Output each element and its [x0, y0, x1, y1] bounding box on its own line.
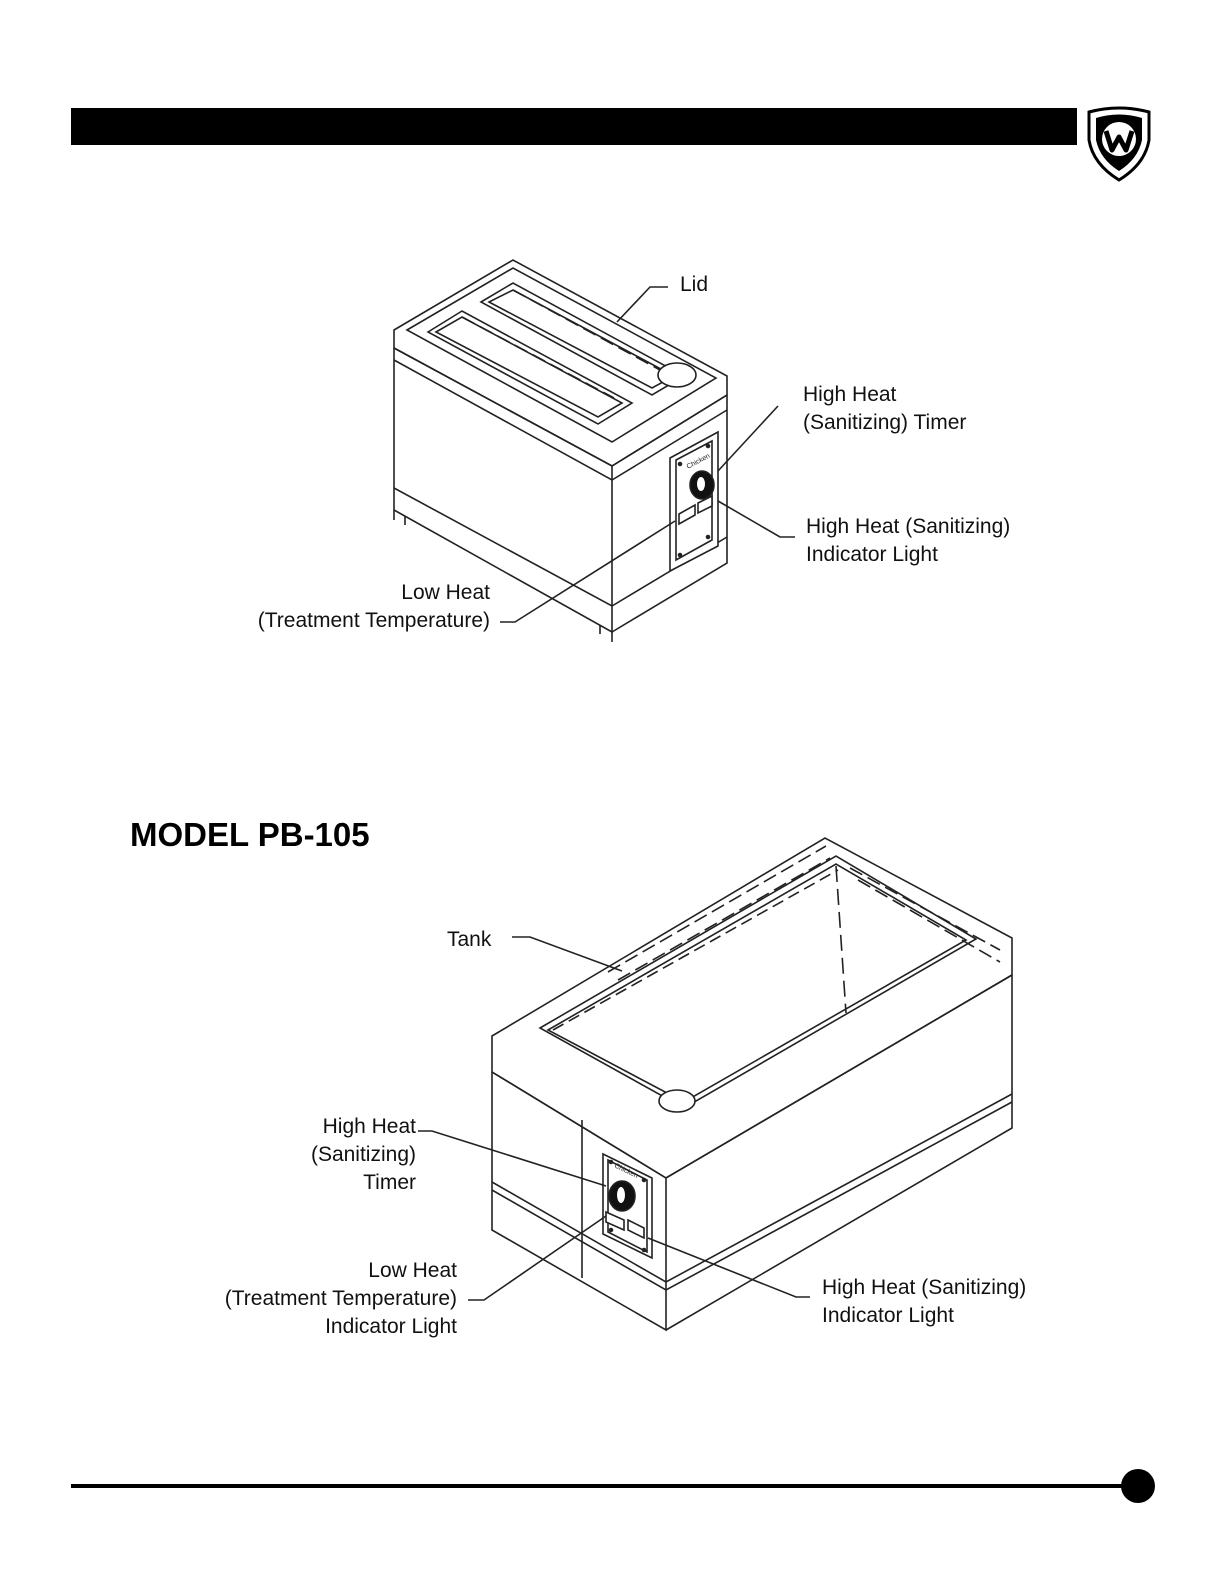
indicator-light-label-line-2: Indicator Light	[806, 540, 938, 569]
indicator-light-label-line-1: High Heat (Sanitizing)	[822, 1273, 1026, 1302]
low-heat-label-line-2: (Treatment Temperature)	[200, 606, 490, 635]
low-heat-label-line-3: Indicator Light	[180, 1312, 457, 1341]
timer-label-line-1: High Heat	[230, 1112, 416, 1141]
timer-label-line-2: (Sanitizing) Timer	[803, 408, 966, 437]
indicator-light-label-line-2: Indicator Light	[822, 1301, 954, 1330]
timer-label-line-3: Timer	[230, 1168, 416, 1197]
model-title: MODEL PB-105	[130, 815, 370, 855]
low-heat-label-line-2: (Treatment Temperature)	[180, 1284, 457, 1313]
tank-unit-drawing: Chicken	[418, 838, 1012, 1330]
lid-label: Lid	[680, 270, 708, 299]
footer-rule	[71, 1484, 1129, 1488]
indicator-light-label-line-1: High Heat (Sanitizing)	[806, 512, 1010, 541]
timer-label-line-1: High Heat	[803, 380, 896, 409]
low-heat-label-line-1: Low Heat	[230, 578, 490, 607]
timer-label-line-2: (Sanitizing)	[230, 1140, 416, 1169]
tank-label: Tank	[447, 925, 491, 954]
low-heat-label-line-1: Low Heat	[180, 1256, 457, 1285]
page-number-dot-icon	[1121, 1469, 1155, 1503]
